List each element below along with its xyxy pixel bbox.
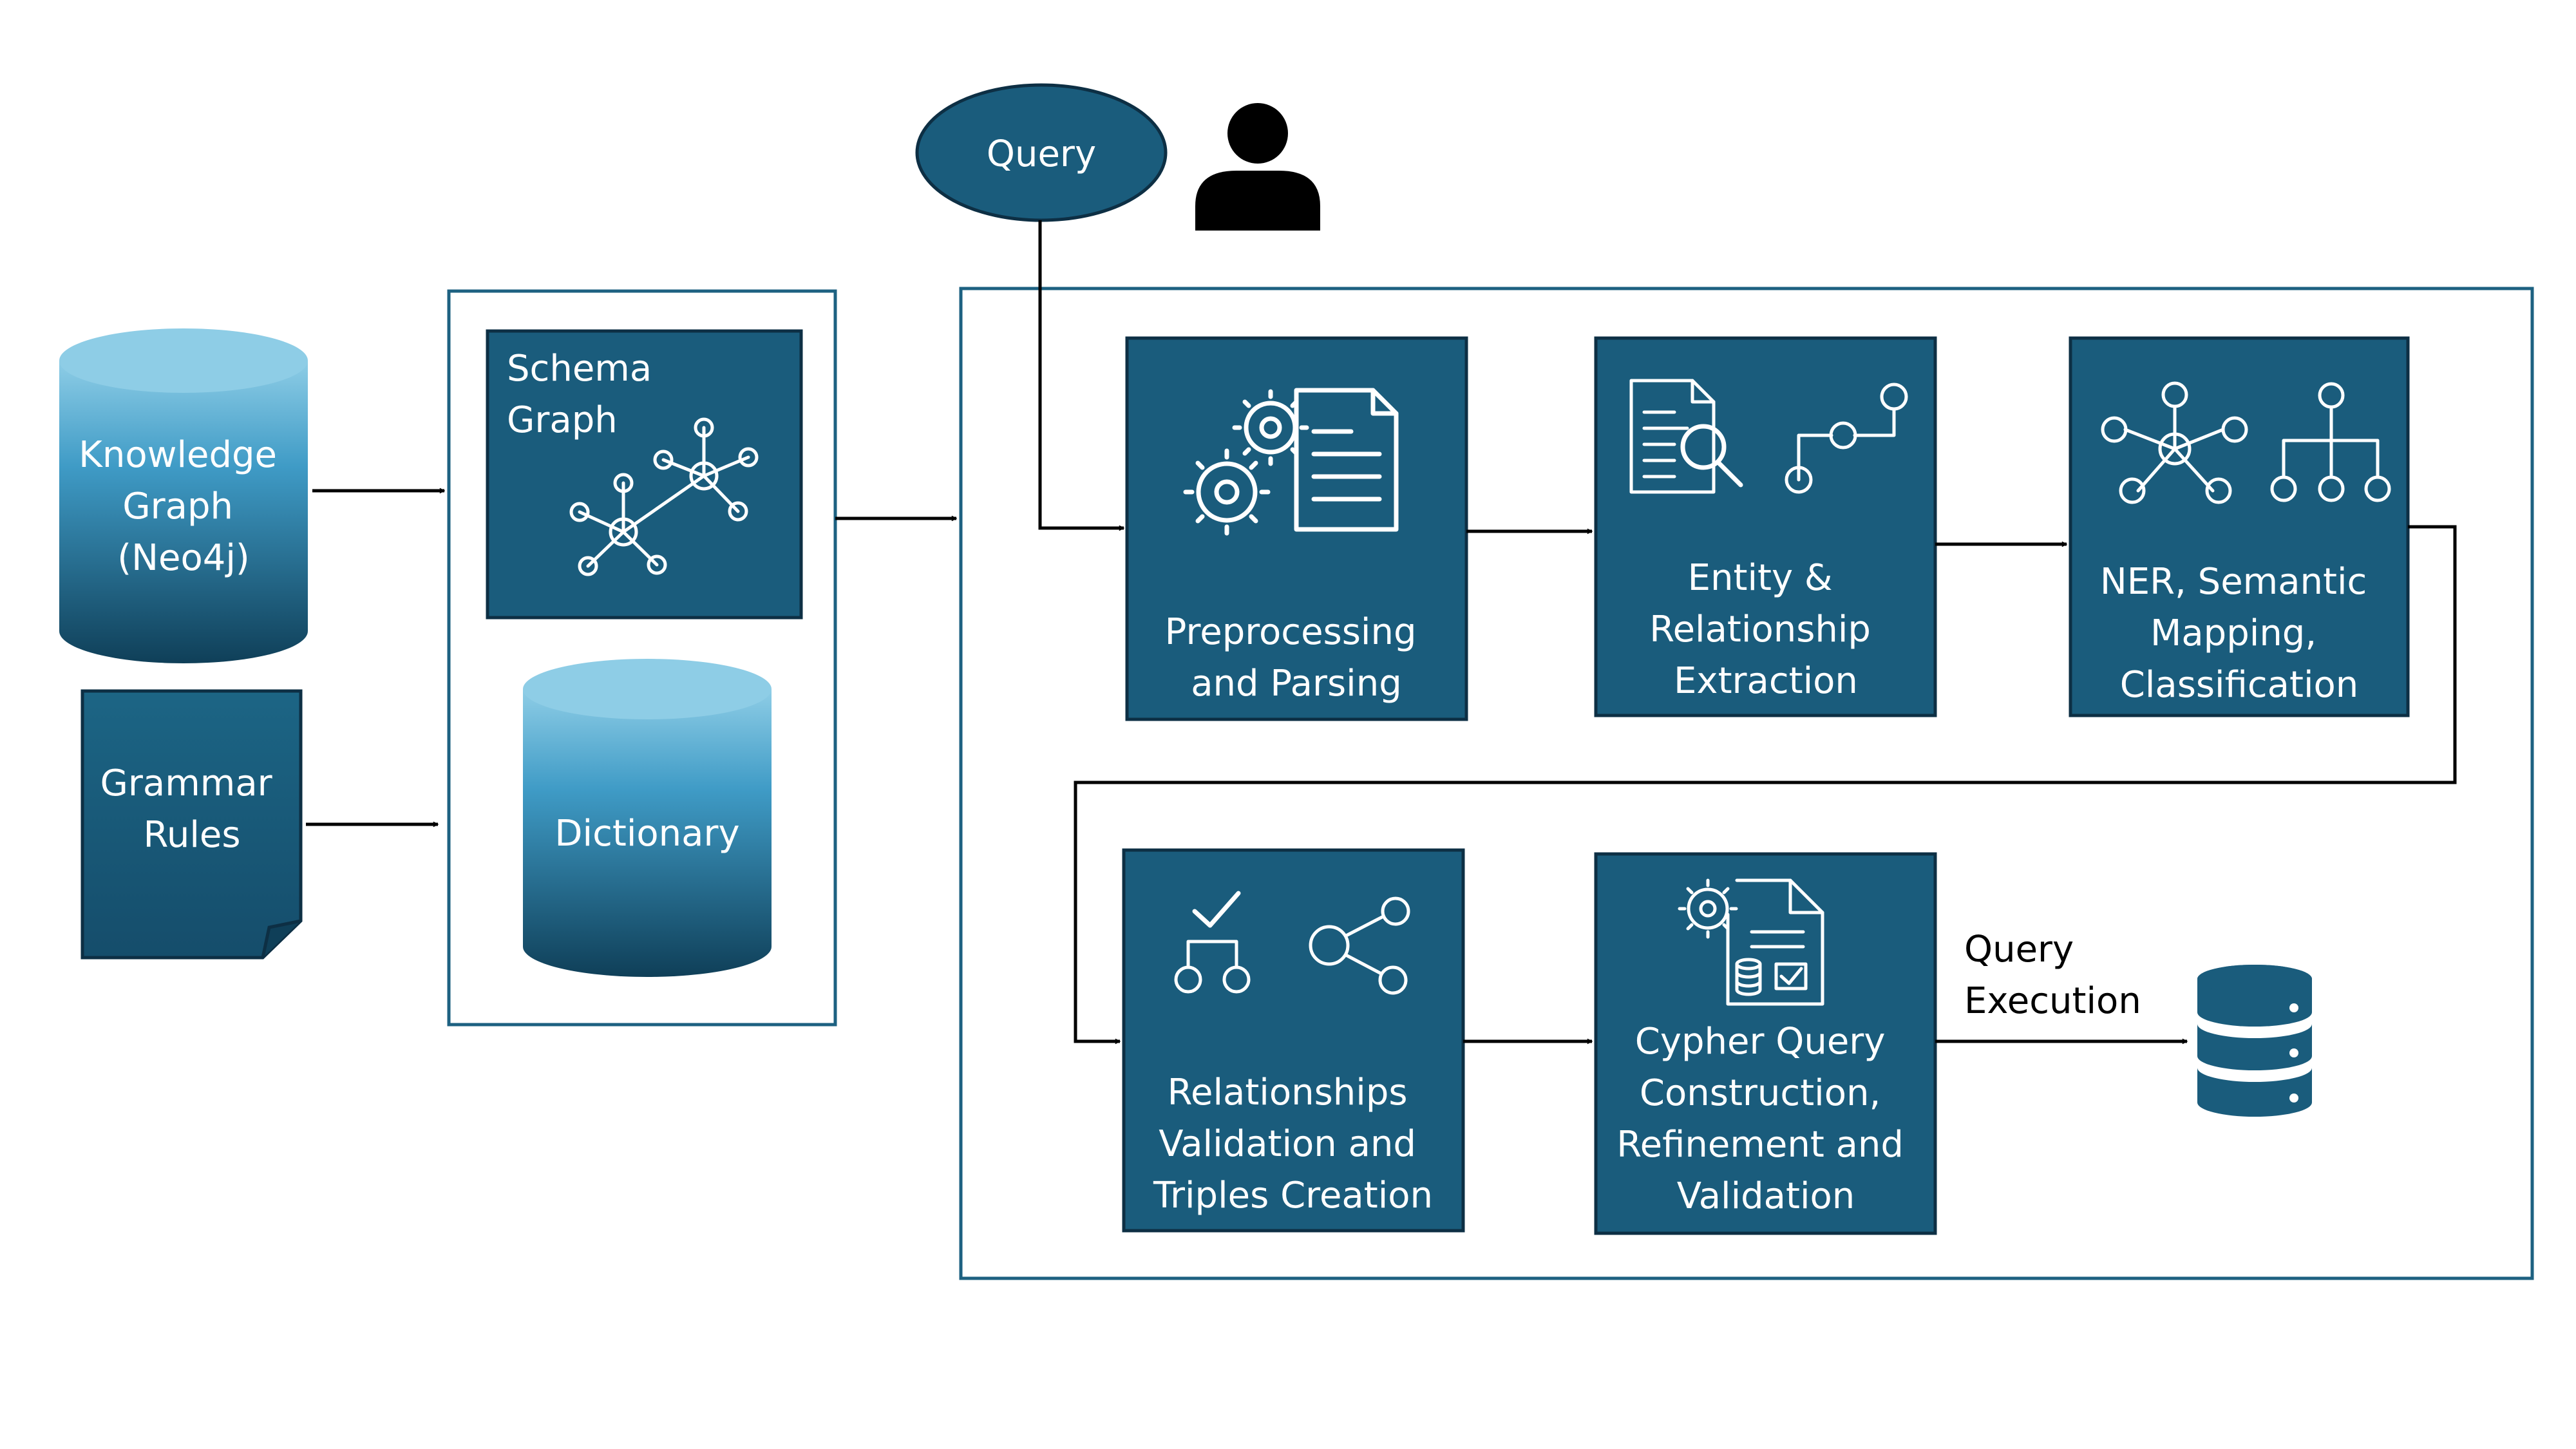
schema-graph-box: Schema Graph xyxy=(486,329,803,620)
pipeline-frame xyxy=(959,287,2534,1280)
step-cypher-box: Cypher Query Construction, Refinement an… xyxy=(1594,852,1937,1235)
network-graph-icon xyxy=(569,417,759,576)
step-cypher-label: Cypher Query Construction, Refinement an… xyxy=(1616,1021,1915,1217)
knowledge-graph-store: Knowledge Graph (Neo4j) xyxy=(59,328,308,663)
database-server-icon xyxy=(2197,965,2312,1117)
query-execution-label: Query Execution xyxy=(1964,929,2141,1022)
query-node: Query xyxy=(915,83,1168,222)
step-preprocessing-label: Preprocessing and Parsing xyxy=(1165,611,1428,705)
connected-nodes-icon xyxy=(1785,383,1908,494)
arrow-ner-to-validation xyxy=(1074,525,2457,1041)
query-label: Query xyxy=(987,133,1096,175)
step-ner-label: NER, Semantic Mapping, Classification xyxy=(2100,561,2378,706)
network-hub-icon xyxy=(2101,381,2248,504)
arrow-query-to-preprocessing xyxy=(1038,220,1124,528)
step-ner-box: NER, Semantic Mapping, Classification xyxy=(2069,336,2410,717)
resources-frame xyxy=(447,289,837,1027)
flow-arrows xyxy=(306,220,2457,1041)
hierarchy-tree-icon xyxy=(2270,382,2391,502)
dictionary-store: Dictionary xyxy=(523,659,772,977)
knowledge-graph-label: Knowledge Graph (Neo4j) xyxy=(79,434,289,579)
grammar-rules-label: Grammar Rules xyxy=(100,762,284,856)
schema-graph-label: Schema Graph xyxy=(507,348,663,441)
gear-document-checklist-icon xyxy=(1678,878,1824,1006)
step-preprocessing-box: Preprocessing and Parsing xyxy=(1125,336,1468,721)
dictionary-label: Dictionary xyxy=(554,813,739,855)
gears-document-icon xyxy=(1183,388,1399,536)
document-search-icon xyxy=(1629,379,1743,494)
step-validation-label: Relationships Validation and Triples Cre… xyxy=(1153,1072,1433,1217)
check-hierarchy-icon xyxy=(1174,891,1251,994)
grammar-rules-document: Grammar Rules xyxy=(80,689,303,960)
step-extraction-label: Entity & Relationship Extraction xyxy=(1649,557,1882,702)
share-nodes-icon xyxy=(1309,896,1410,995)
step-validation-box: Relationships Validation and Triples Cre… xyxy=(1122,848,1465,1233)
person-icon xyxy=(1195,103,1320,231)
step-extraction-box: Entity & Relationship Extraction xyxy=(1594,336,1937,717)
